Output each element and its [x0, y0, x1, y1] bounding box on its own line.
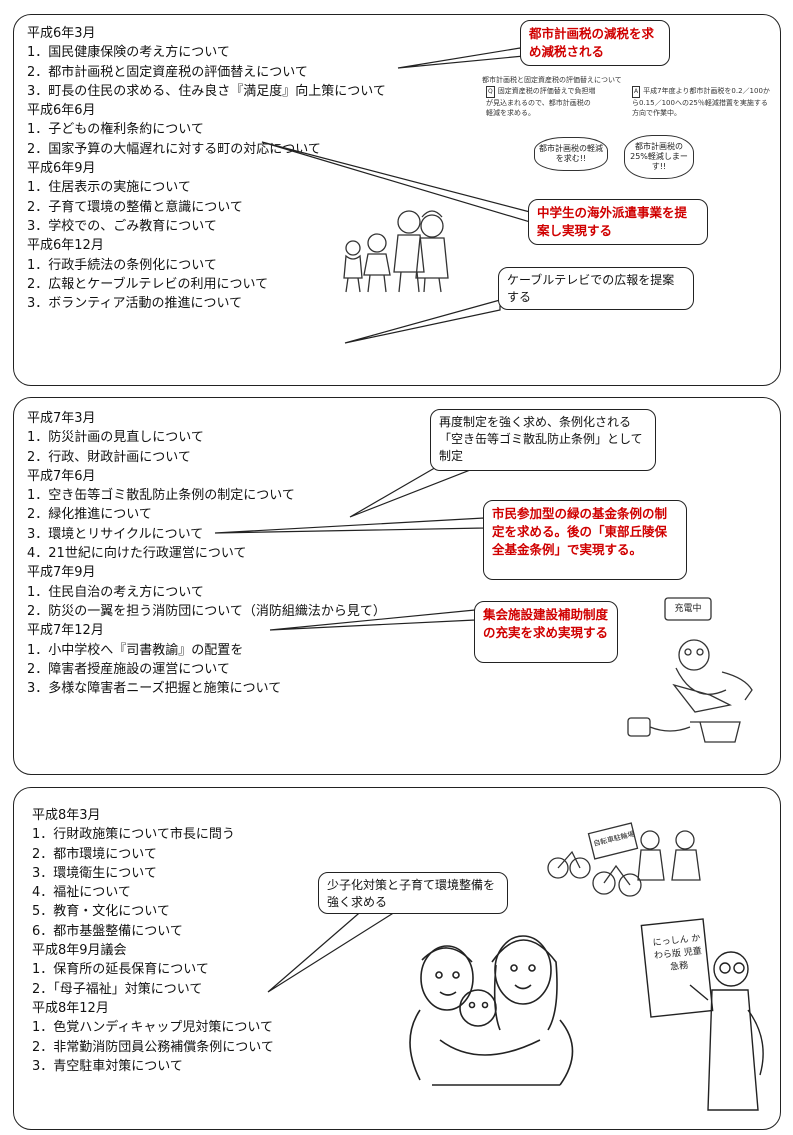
callout-cable-tv: ケーブルテレビでの広報を提案する — [498, 267, 694, 310]
list-item: 1．色覚ハンディキャップ児対策について — [32, 1020, 273, 1036]
list-item: 2．防災の一翼を担う消防団について（消防組織法から見て） — [27, 603, 386, 619]
list-item: 1．行財政施策について市長に問う — [32, 827, 235, 843]
list-item: 1．国民健康保険の考え方について — [27, 45, 230, 61]
panel-h7 — [13, 397, 781, 775]
speech-bubble: 都市計画税の25%軽減しまーす!! — [624, 135, 694, 179]
list-item: 2．「母子福祉」対策について — [32, 981, 203, 997]
list-item: 2．非常勤消防団員公務補償条例について — [32, 1039, 274, 1055]
h6-question-list: 平成6年3月 1．国民健康保険の考え方について 2．都市計画税と固定資産税の評価… — [27, 24, 386, 313]
list-item: 2．子育て環境の整備と意識について — [27, 199, 243, 215]
list-item: 2．行政、財政計画について — [27, 449, 191, 465]
list-item: 1．住民自治の考え方について — [27, 584, 204, 600]
section-heading: 平成7年12月 — [27, 623, 104, 639]
callout-childcare: 少子化対策と子育て環境整備を強く求める — [318, 872, 508, 914]
callout-overseas-program: 中学生の海外派遣事業を提案し実現する — [528, 199, 708, 245]
list-item: 1．住居表示の実施について — [27, 180, 191, 196]
inset-answer-text: 平成7年度より都市計画税を0.2／100から0.15／100への25％軽減措置を… — [632, 87, 770, 117]
list-item: 2．緑化推進について — [27, 507, 152, 523]
a-tag: A — [632, 86, 641, 98]
section-heading: 平成6年9月 — [27, 161, 96, 177]
list-item: 1．防災計画の見直しについて — [27, 430, 204, 446]
q-tag: Q — [486, 86, 495, 98]
newsletter-board: にっしん かわら版 児童 急務 — [652, 933, 703, 973]
inset-question-text: 固定資産税の評価替えで負担増が見込まれるので、都市計画税の軽減を求める。 — [486, 87, 596, 117]
callout-tax-reduction: 都市計画税の減税を求め減税される — [520, 20, 670, 66]
list-item: 1．小中学校へ『司書教諭』の配置を — [27, 642, 244, 658]
list-item: 2．都市計画税と固定資産税の評価替えについて — [27, 64, 308, 80]
h7-question-list: 平成7年3月 1．防災計画の見直しについて 2．行政、財政計画について 平成7年… — [27, 409, 386, 698]
charging-sign: 充電中 — [674, 604, 702, 614]
list-item: 2．障害者授産施設の運営について — [27, 661, 230, 677]
list-item: 3．青空駐車対策について — [32, 1058, 183, 1074]
list-item: 2．都市環境について — [32, 846, 157, 862]
list-item: 2．広報とケーブルテレビの利用について — [27, 276, 269, 292]
section-heading: 平成7年3月 — [27, 411, 96, 426]
speech-bubble: 都市計画税の軽減を求む!! — [534, 137, 608, 171]
list-item: 4．福祉について — [32, 885, 131, 901]
list-item: 4．21世紀に向けた行政運営について — [27, 546, 247, 562]
section-heading: 平成8年3月 — [32, 808, 101, 823]
list-item: 3．町長の住民の求める、住み良さ『満足度』向上策について — [27, 83, 386, 99]
list-item: 3．環境衛生について — [32, 865, 157, 881]
list-item: 1．子どもの権利条約について — [27, 122, 204, 138]
list-item: 3．環境とリサイクルについて — [27, 526, 204, 542]
list-item: 1．空き缶等ゴミ散乱防止条例の制定について — [27, 488, 295, 504]
section-heading: 平成8年12月 — [32, 1000, 109, 1016]
list-item: 5．教育・文化について — [32, 904, 170, 920]
panel-h8 — [13, 787, 781, 1130]
list-item: 6．都市基盤整備について — [32, 923, 183, 939]
list-item: 3．ボランティア活動の推進について — [27, 296, 243, 312]
inset-title: 都市計画税と固定資産税の評価替えについて — [482, 76, 622, 84]
section-heading: 平成6年3月 — [27, 26, 96, 41]
section-heading: 平成8年9月議会 — [32, 943, 127, 959]
panel-h6 — [13, 14, 781, 386]
list-item: 1．保育所の延長保育について — [32, 962, 209, 978]
h8-question-list: 平成8年3月 1．行財政施策について市長に問う 2．都市環境について 3．環境衛… — [32, 806, 274, 1076]
section-heading: 平成7年9月 — [27, 565, 96, 581]
list-item: 1．行政手続法の条例化について — [27, 257, 217, 273]
callout-litter-ordinance: 再度制定を強く求め、条例化される「空き缶等ゴミ散乱防止条例」として制定 — [430, 409, 656, 471]
callout-green-fund: 市民参加型の緑の基金条例の制定を求める。後の「東部丘陵保全基金条例」で実現する。 — [483, 500, 687, 580]
section-heading: 平成7年6月 — [27, 468, 96, 484]
list-item: 2．国家予算の大幅遅れに対する町の対応について — [27, 141, 321, 157]
section-heading: 平成6年6月 — [27, 103, 96, 119]
list-item: 3．学校での、ごみ教育について — [27, 218, 217, 234]
callout-meeting-facility: 集会施設建設補助制度の充実を求め実現する — [474, 601, 618, 663]
section-heading: 平成6年12月 — [27, 238, 104, 254]
list-item: 3．多様な障害者ニーズ把握と施策について — [27, 681, 282, 697]
